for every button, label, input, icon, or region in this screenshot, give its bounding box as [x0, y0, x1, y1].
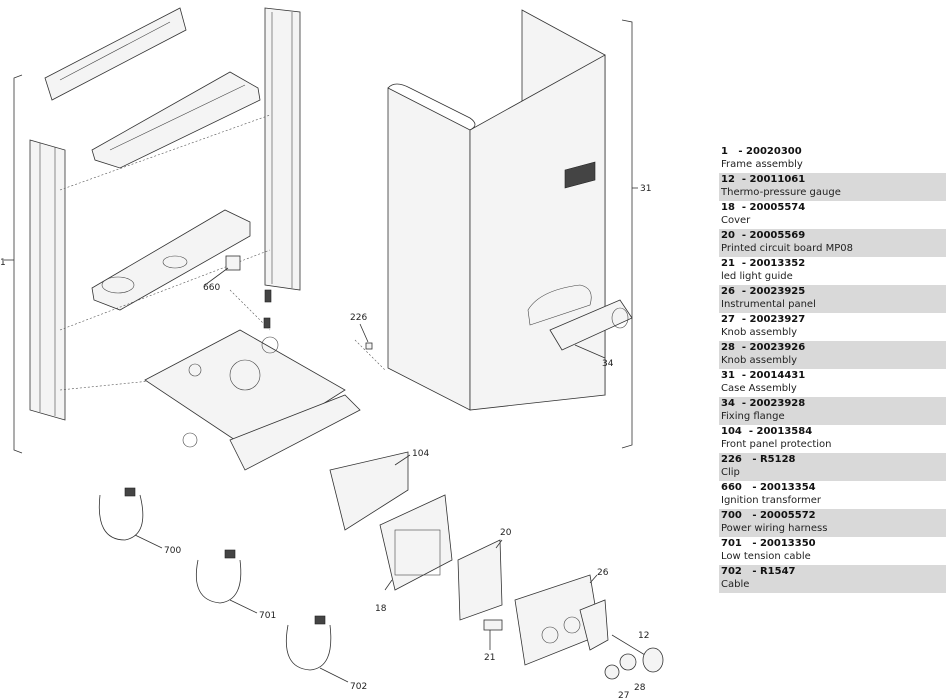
parts-list-row: 12 - 20011061 Thermo-pressure gauge — [719, 173, 946, 201]
knob-28-shape — [619, 653, 637, 671]
callout-660: 660 — [203, 283, 220, 293]
parts-list-row: 702 - R1547 Cable — [719, 565, 946, 593]
parts-list-row: 1 - 20020300 Frame assembly — [721, 146, 803, 170]
wall-bracket-shape — [44, 7, 187, 101]
callout-700: 700 — [164, 546, 181, 556]
parts-list-row: 18 - 20005574 Cover — [721, 202, 806, 226]
callout-1: 1 — [0, 258, 6, 268]
frame-bracket-line — [13, 74, 23, 454]
parts-list-row: 20 - 20005569 Printed circuit board MP08 — [719, 229, 946, 257]
parts-list-row: 26 - 20023925 Instrumental panel — [719, 285, 946, 313]
callout-702: 702 — [350, 682, 367, 692]
case-bracket-line — [621, 19, 633, 449]
knob-27-shape — [604, 664, 620, 680]
callout-104: 104 — [412, 449, 429, 459]
pcb-shape — [457, 539, 503, 621]
parts-list-row: 700 - 20005572 Power wiring harness — [719, 509, 946, 537]
callout-26: 26 — [597, 568, 609, 578]
power-wiring-harness-shape — [98, 494, 144, 541]
exploded-view-diagram: 1 660 226 31 34 104 20 26 12 700 701 702… — [0, 7, 664, 700]
case-side-panel-shape — [469, 54, 606, 411]
callout-20: 20 — [500, 528, 512, 538]
lower-cross-member-shape — [91, 209, 251, 311]
callout-27: 27 — [618, 691, 629, 700]
parts-list-row: 31 - 20014431 Case Assembly — [721, 370, 806, 394]
callout-226: 226 — [350, 313, 367, 323]
parts-list-row: 701 - 20013350 Low tension cable — [721, 538, 816, 562]
cable-702-shape — [285, 624, 332, 671]
front-panel-protection-shape — [329, 451, 409, 531]
base-tray-shape — [229, 394, 361, 471]
callout-28: 28 — [634, 683, 646, 693]
callout-31: 31 — [640, 184, 651, 194]
clip-shape — [365, 342, 373, 350]
callout-18: 18 — [375, 604, 387, 614]
right-frame-rail-shape — [264, 7, 301, 291]
parts-list-row: 34 - 20023928 Fixing flange — [719, 397, 946, 425]
case-logo-badge-shape — [564, 161, 596, 189]
left-frame-rail-shape — [29, 139, 66, 421]
parts-list-row: 226 - R5128 Clip — [719, 453, 946, 481]
callout-34: 34 — [602, 359, 614, 369]
callout-12: 12 — [638, 631, 649, 641]
case-front-panel-shape — [387, 87, 471, 411]
ignition-transformer-shape — [225, 255, 241, 271]
parts-list-row: 28 - 20023926 Knob assembly — [719, 341, 946, 369]
low-tension-cable-shape — [195, 559, 242, 604]
callout-701: 701 — [259, 611, 276, 621]
led-light-guide-shape — [483, 619, 503, 631]
cover-shape — [379, 494, 453, 591]
parts-list-row: 104 - 20013584 Front panel protection — [721, 426, 832, 450]
parts-list: 1 - 20020300 Frame assembly 12 - 2001106… — [719, 145, 946, 593]
parts-list-row: 27 - 20023927 Knob assembly — [721, 314, 806, 338]
parts-list-row: 660 - 20013354 Ignition transformer — [721, 482, 822, 506]
parts-list-row: 21 - 20013352 led light guide — [721, 258, 806, 282]
upper-cross-member-shape — [91, 71, 261, 169]
pressure-gauge-shape — [642, 647, 664, 673]
callout-21: 21 — [484, 653, 495, 663]
